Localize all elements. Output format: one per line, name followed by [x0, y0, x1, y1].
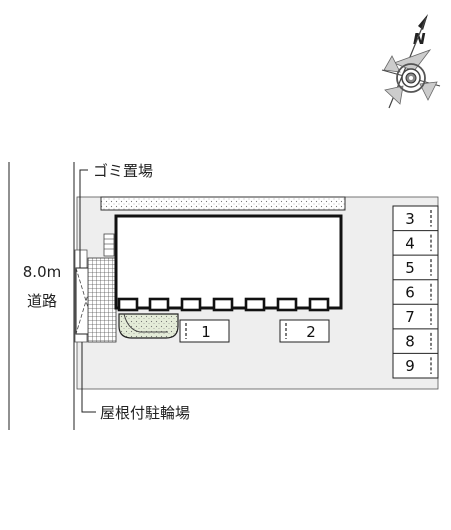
road-label: 道路	[27, 292, 57, 310]
parking-space-5: 5	[393, 254, 438, 277]
parking-number: 9	[405, 357, 415, 375]
parking-space-6: 6	[393, 279, 438, 302]
planting-bed	[118, 313, 179, 339]
parking-number: 7	[405, 308, 415, 326]
planting-strip	[100, 196, 346, 211]
parking-space-2: 2	[279, 319, 330, 343]
north-arrow-icon	[418, 14, 428, 30]
parking-number: 5	[405, 259, 415, 277]
parking-space-1: 1	[179, 319, 230, 343]
balcony-row	[117, 297, 330, 312]
garbage-area-label: ゴミ置場	[93, 162, 153, 180]
parking-number: 3	[405, 210, 415, 228]
bicycle-parking-callout: 屋根付駐輪場	[81, 342, 190, 422]
parking-number: 2	[306, 323, 316, 341]
building	[114, 214, 343, 312]
parking-number: 1	[201, 323, 211, 341]
parking-space-4: 4	[393, 230, 438, 252]
parking-number: 8	[405, 333, 415, 351]
stairs-icon	[103, 233, 115, 257]
road-width-label: 8.0m	[23, 263, 61, 281]
parking-space-8: 8	[393, 328, 438, 351]
garbage-area-callout: ゴミ置場	[79, 162, 153, 268]
parking-space-7: 7	[393, 303, 438, 326]
road: 8.0m 道路	[8, 162, 75, 430]
bicycle-parking-area	[87, 257, 117, 343]
parking-space-3: 3	[405, 210, 432, 228]
parking-column: 3 4 5 6 7 8 9	[392, 205, 439, 379]
bicycle-parking-label: 屋根付駐輪場	[100, 404, 190, 422]
parking-number: 4	[405, 234, 415, 252]
parking-space-9: 9	[393, 352, 438, 375]
compass-rose-icon: N	[381, 14, 441, 109]
parking-number: 6	[405, 284, 415, 302]
north-label: N	[413, 30, 426, 48]
